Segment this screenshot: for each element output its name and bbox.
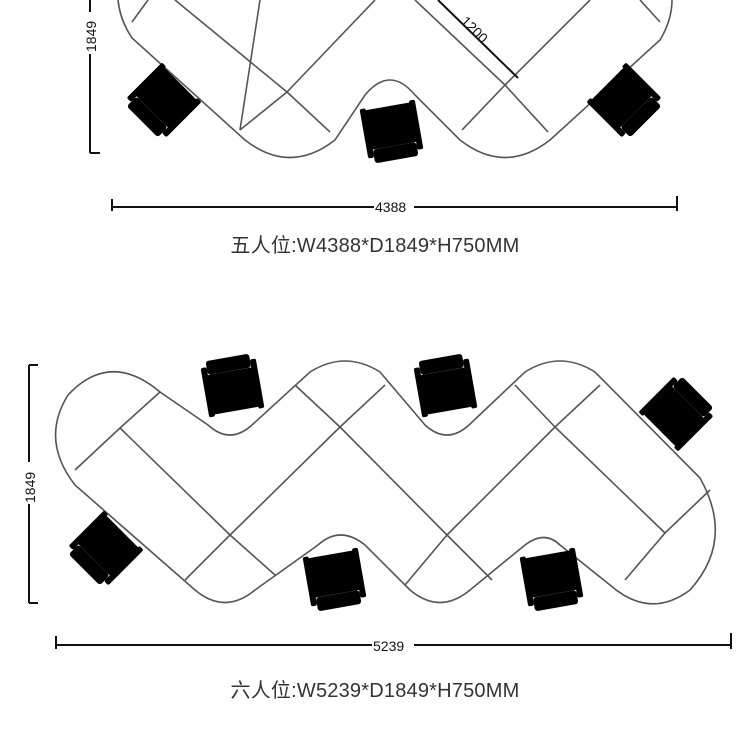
chair bbox=[302, 547, 368, 613]
five-seat-depth-dimension: 1849 bbox=[82, 0, 100, 154]
six-seat-desk bbox=[54, 360, 717, 605]
chair bbox=[64, 510, 144, 590]
svg-text:1849: 1849 bbox=[22, 472, 38, 503]
svg-text:1849: 1849 bbox=[83, 21, 99, 52]
six-seat-width-dimension: 5239 bbox=[55, 633, 732, 654]
chair bbox=[519, 547, 585, 613]
six-seat-depth-dimension: 1849 bbox=[20, 364, 38, 604]
module-dimension-line bbox=[437, 0, 519, 79]
six-seat-caption: 六人位:W5239*D1849*H750MM bbox=[230, 680, 520, 702]
svg-text:4388: 4388 bbox=[375, 199, 406, 215]
chair bbox=[412, 352, 478, 418]
five-seat-width-dimension: 4388 bbox=[111, 196, 678, 215]
chair bbox=[586, 62, 666, 142]
svg-text:5239: 5239 bbox=[373, 638, 404, 654]
five-seat-caption: 五人位:W4388*D1849*H750MM bbox=[230, 235, 520, 257]
module-dimension-label: 1200 bbox=[458, 13, 491, 46]
chair bbox=[359, 99, 425, 165]
chair bbox=[199, 352, 265, 418]
chair bbox=[122, 62, 202, 142]
chair bbox=[638, 372, 718, 452]
